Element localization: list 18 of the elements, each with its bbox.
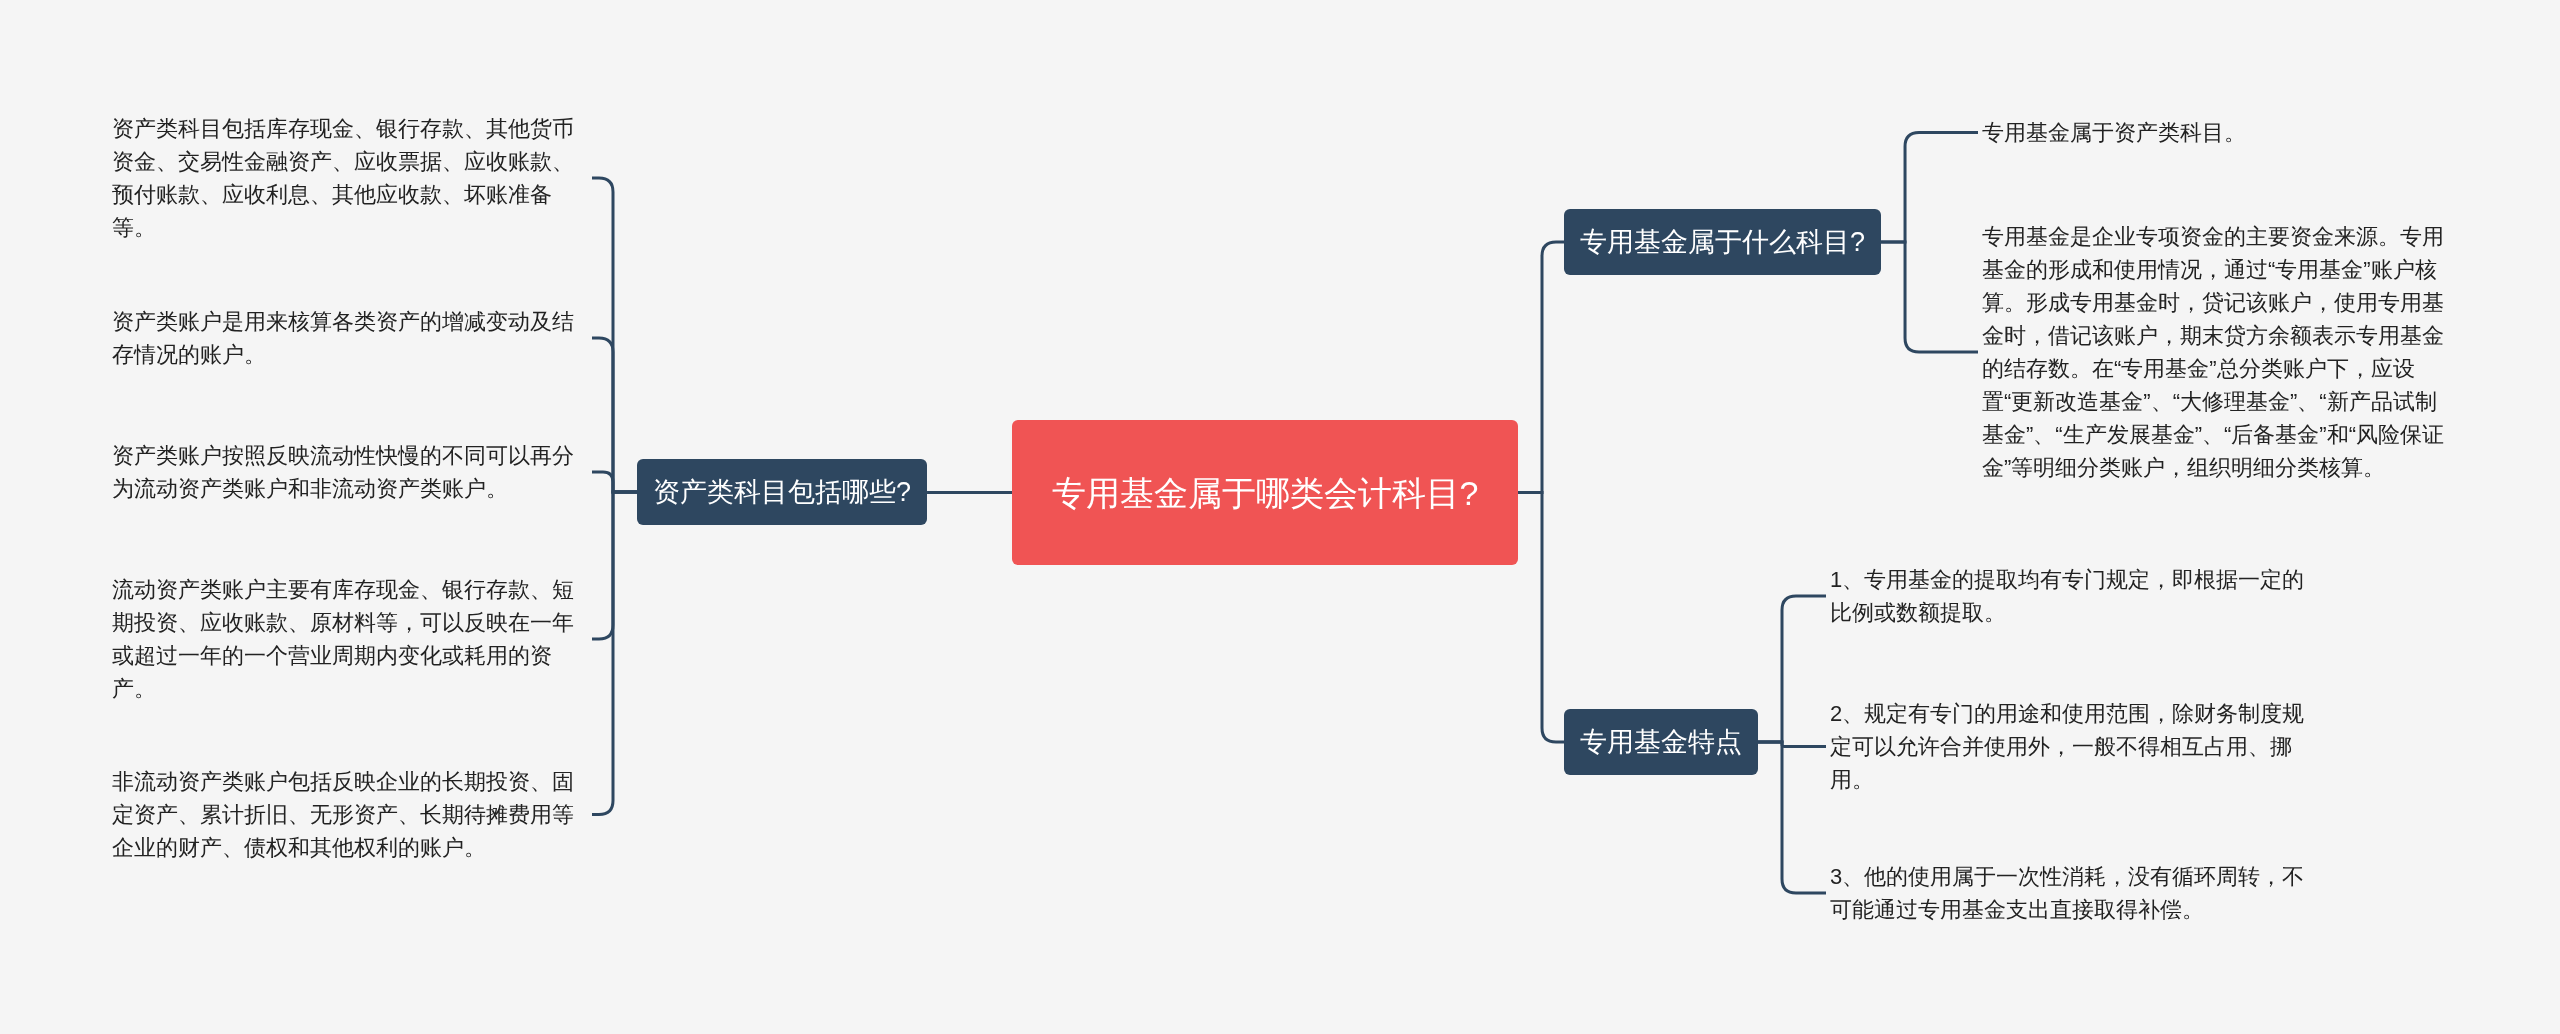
leaf-text: 流动资产类账户主要有库存现金、银行存款、短期投资、应收账款、原材料等，可以反映在一年或超过一年的一个营业周期内变化或耗用的资产。 [108,573,592,705]
connector-line [1758,740,1826,895]
branch-topic: 资产类科目包括哪些? [637,459,928,525]
leaf-text: 专用基金是企业专项资金的主要资金来源。专用基金的形成和使用情况，通过“专用基金”账户核算。形成专用基金时，贷记该账户，使用专用基金时，借记该账户，期末贷方余额表示专用基金的结存数。在“专用基金”总分类账户下，应设置“更新改造基金”、“大修理基金”、“新产品试制基金”、“生产发展基金”、“后备基金”和“风险保证金”等明细分类账户，组织明细分类核算。 [1978,220,2462,484]
connector-line [927,491,1012,494]
connector-line [1518,491,1564,744]
leaf-text: 资产类账户按照反映流动性快慢的不同可以再分为流动资产类账户和非流动资产类账户。 [108,439,592,505]
connector-line [1881,240,1978,354]
leaf-text: 1、专用基金的提取均有专门规定，即根据一定的比例或数额提取。 [1826,563,2310,629]
leaf-text: 3、他的使用属于一次性消耗，没有循环周转，不可能通过专用基金支出直接取得补偿。 [1826,860,2310,926]
branch-topic: 专用基金特点 [1564,709,1758,775]
leaf-text: 资产类账户是用来核算各类资产的增减变动及结存情况的账户。 [108,305,592,371]
central-topic: 专用基金属于哪类会计科目? [1012,420,1518,565]
leaf-text: 资产类科目包括库存现金、银行存款、其他货币资金、交易性金融资产、应收票据、应收账款、预付账款、应收利息、其他应收款、坏账准备等。 [108,112,592,244]
leaf-text: 2、规定有专门的用途和使用范围，除财务制度规定可以允许合并使用外，一般不得相互占用、挪用。 [1826,697,2310,796]
leaf-text: 专用基金属于资产类科目。 [1978,116,2462,149]
branch-topic: 专用基金属于什么科目? [1564,209,1882,275]
leaf-text: 非流动资产类账户包括反映企业的长期投资、固定资产、累计折旧、无形资产、长期待摊费用等企业的财产、债权和其他权利的账户。 [108,765,592,864]
